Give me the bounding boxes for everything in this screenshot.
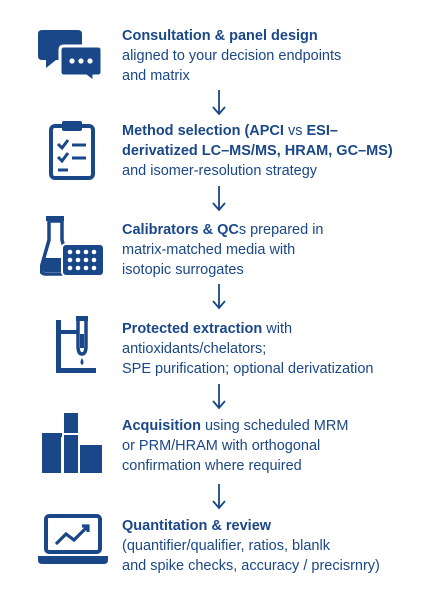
step-title: Calibrators & QC [122, 222, 239, 238]
down-arrow-icon [212, 484, 226, 510]
step-title-line2: derivatized LC–MS/MS, HRAM, GC–MS) [122, 143, 393, 159]
step-extraction: Protected extraction with antioxidants/c… [122, 319, 427, 379]
step-line: matrix-matched media with [122, 242, 296, 258]
chat-bubbles-icon [38, 30, 104, 82]
step-title: Protected extraction [122, 321, 263, 337]
step-quantitation: Quantitation & review (quantifier/qualif… [122, 516, 427, 576]
down-arrow-icon [212, 90, 226, 116]
step-line: and matrix [122, 68, 190, 84]
step-consultation: Consultation & panel design aligned to y… [122, 26, 427, 86]
step-line: confirmation where required [122, 458, 302, 474]
laptop-chart-icon [38, 514, 108, 566]
step-title-rest: using scheduled MRM [200, 418, 349, 434]
step-title-rest: s prepared in [238, 222, 324, 238]
flask-plate-icon [40, 216, 106, 278]
step-title-connector: vs [283, 123, 307, 139]
down-arrow-icon [212, 186, 226, 212]
step-line: antioxidants/chelators; [122, 341, 267, 357]
clipboard-checklist-icon [48, 120, 96, 180]
step-title: Acquisition [122, 418, 201, 434]
acquisition-blocks-icon [42, 413, 104, 475]
step-line: or PRM/HRAM with orthogonal [122, 438, 321, 454]
step-calibrators: Calibrators & QCs prepared in matrix-mat… [122, 220, 427, 280]
step-title-rest: with [262, 321, 293, 337]
down-arrow-icon [212, 384, 226, 410]
step-line: and isomer-resolution strategy [122, 163, 318, 179]
step-title: Method selection (APCI [122, 123, 284, 139]
step-line: and spike checks, accuracy / precisrnry) [122, 558, 380, 574]
step-title: Quantitation & review [122, 518, 272, 534]
down-arrow-icon [212, 284, 226, 310]
step-line: aligned to your decision endpoints [122, 48, 342, 64]
step-line: isotopic surrogates [122, 262, 244, 278]
step-title-cont: ESI– [306, 123, 338, 139]
step-line: (quantifier/qualifier, ratios, blanlk [122, 538, 330, 554]
step-title: Consultation & panel design [122, 28, 318, 44]
step-line: SPE purification; optional derivatizatio… [122, 361, 374, 377]
step-method-selection: Method selection (APCI vs ESI– derivatiz… [122, 121, 427, 181]
extraction-stand-icon [50, 316, 100, 374]
step-acquisition: Acquisition using scheduled MRM or PRM/H… [122, 416, 427, 476]
